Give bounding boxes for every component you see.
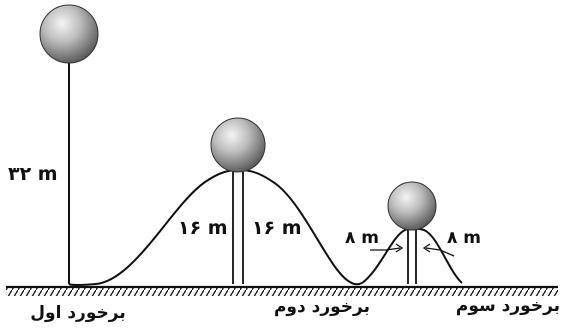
- arrow-left-head: [395, 243, 404, 253]
- ground-hatching: [6, 287, 558, 296]
- ball-peak-third: [387, 181, 437, 231]
- ball-start: [39, 4, 99, 64]
- arrow-left: [370, 247, 401, 251]
- second-bounce: [68, 117, 363, 286]
- label-impact-first: برخورد اول: [30, 303, 125, 323]
- first-drop: [39, 4, 99, 284]
- label-height-third-right: ۸ m: [447, 228, 481, 248]
- label-height-second-left: ۱۶ m: [178, 217, 228, 239]
- label-height-third-left: ۸ m: [345, 228, 379, 248]
- third-bounce: [361, 181, 463, 284]
- arrow-right-head: [422, 243, 431, 253]
- ball-peak-second: [210, 117, 266, 173]
- label-height-second-right: ۱۶ m: [252, 217, 302, 239]
- arrow-right: [425, 247, 455, 257]
- label-impact-third: برخورد سوم: [456, 296, 560, 316]
- label-height-drop: ۳۲ m: [8, 163, 58, 185]
- label-impact-second: برخورد دوم: [274, 297, 370, 317]
- ground: [6, 285, 558, 296]
